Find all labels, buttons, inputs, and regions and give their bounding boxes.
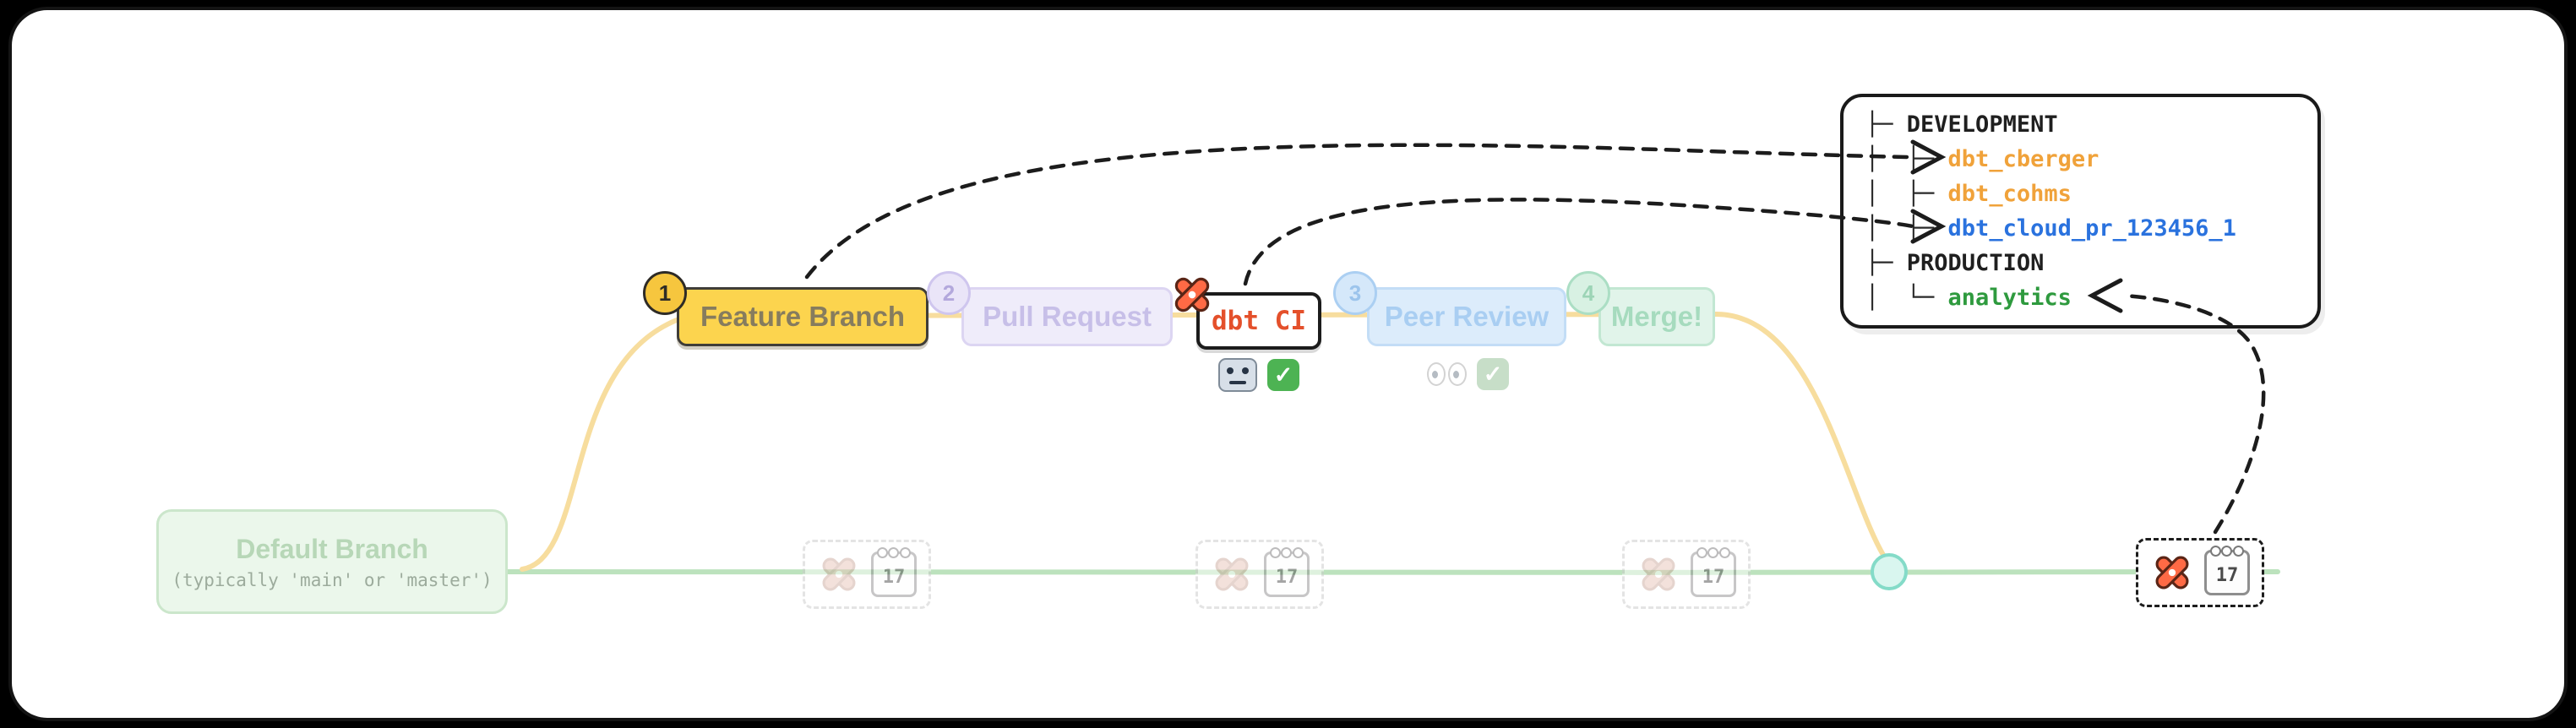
- default-branch-node: Default Branch (typically 'main' or 'mas…: [156, 509, 508, 614]
- dbt-logo-icon: [1210, 552, 1254, 596]
- scheduled-run-faded-2: 17: [1195, 540, 1324, 609]
- tree-prefix: │ ├─: [1865, 146, 1948, 172]
- dbt-logo-icon: [1637, 552, 1680, 596]
- default-branch-title: Default Branch: [236, 533, 428, 564]
- tree-prefix: │ ├─: [1865, 181, 1948, 207]
- step-merge-label: Merge!: [1610, 301, 1703, 332]
- step-peer-review: Peer Review: [1367, 287, 1566, 346]
- scheduled-run-faded-3: 17: [1622, 540, 1751, 609]
- env-name: analytics: [1947, 285, 2072, 311]
- calendar-day: 17: [1275, 566, 1299, 588]
- tree-prefix: ├─: [1865, 250, 1907, 276]
- step-badge-4: 4: [1566, 271, 1610, 315]
- check-pending-icon: ✓: [1477, 358, 1509, 390]
- robot-icon: [1218, 358, 1257, 392]
- env-row-production: ├─ PRODUCTION: [1865, 246, 2309, 280]
- calendar-icon: 17: [1264, 547, 1310, 597]
- env-row-dbt-cberger: │ ├─ dbt_cberger: [1865, 142, 2309, 177]
- step-peer-review-label: Peer Review: [1384, 301, 1549, 332]
- scheduled-run-active: 17: [2136, 538, 2264, 607]
- calendar-day: 17: [2215, 564, 2239, 586]
- calendar-icon: 17: [871, 547, 917, 597]
- calendar-rings: [1270, 547, 1304, 558]
- env-name: dbt_cohms: [1947, 181, 2072, 207]
- tree-prefix: │ └─: [1865, 285, 1948, 311]
- calendar-icon: 17: [2204, 546, 2250, 595]
- env-row-dbt-cloud-pr: │ ├─ dbt_cloud_pr_123456_1: [1865, 211, 2309, 246]
- env-row-development: ├─ DEVELOPMENT: [1865, 107, 2309, 142]
- calendar-rings: [2210, 546, 2244, 557]
- environments-panel: ├─ DEVELOPMENT │ ├─ dbt_cberger │ ├─ dbt…: [1840, 94, 2321, 329]
- step-merge: Merge!: [1598, 287, 1715, 346]
- step-pull-request-label: Pull Request: [983, 301, 1152, 332]
- calendar-rings: [877, 547, 911, 558]
- dbt-logo-icon: [817, 552, 861, 596]
- step-feature-branch-label: Feature Branch: [700, 301, 906, 332]
- env-row-analytics: │ └─ analytics: [1865, 280, 2309, 315]
- env-row-dbt-cohms: │ ├─ dbt_cohms: [1865, 177, 2309, 211]
- scheduled-run-faded-1: 17: [803, 540, 931, 609]
- calendar-day: 17: [882, 566, 906, 588]
- step-pull-request: Pull Request: [961, 287, 1173, 346]
- dbt-logo-icon: [1169, 272, 1215, 318]
- step-feature-branch: Feature Branch: [677, 287, 929, 346]
- env-name: dbt_cberger: [1947, 146, 2099, 172]
- env-name: dbt_cloud_pr_123456_1: [1947, 215, 2236, 242]
- step-dbt-ci-label: dbt CI: [1212, 306, 1306, 336]
- step-badge-1: 1: [643, 271, 687, 315]
- dbt-ci-status: ✓: [1218, 358, 1299, 392]
- step-dbt-ci: dbt CI: [1196, 292, 1321, 350]
- calendar-day: 17: [1702, 566, 1725, 588]
- env-name: DEVELOPMENT: [1906, 111, 2058, 138]
- tree-prefix: │ ├─: [1865, 215, 1948, 242]
- eyes-icon: [1427, 362, 1467, 386]
- calendar-rings: [1696, 547, 1730, 558]
- tree-prefix: ├─: [1865, 111, 1907, 138]
- step-badge-3: 3: [1333, 271, 1377, 315]
- step-badge-2: 2: [927, 271, 971, 315]
- check-passed-icon: ✓: [1267, 359, 1299, 391]
- dbt-logo-icon: [2150, 551, 2194, 595]
- default-branch-subtitle: (typically 'main' or 'master'): [172, 569, 493, 590]
- calendar-icon: 17: [1691, 547, 1736, 597]
- peer-review-status: ✓: [1427, 358, 1509, 390]
- env-name: PRODUCTION: [1906, 250, 2045, 276]
